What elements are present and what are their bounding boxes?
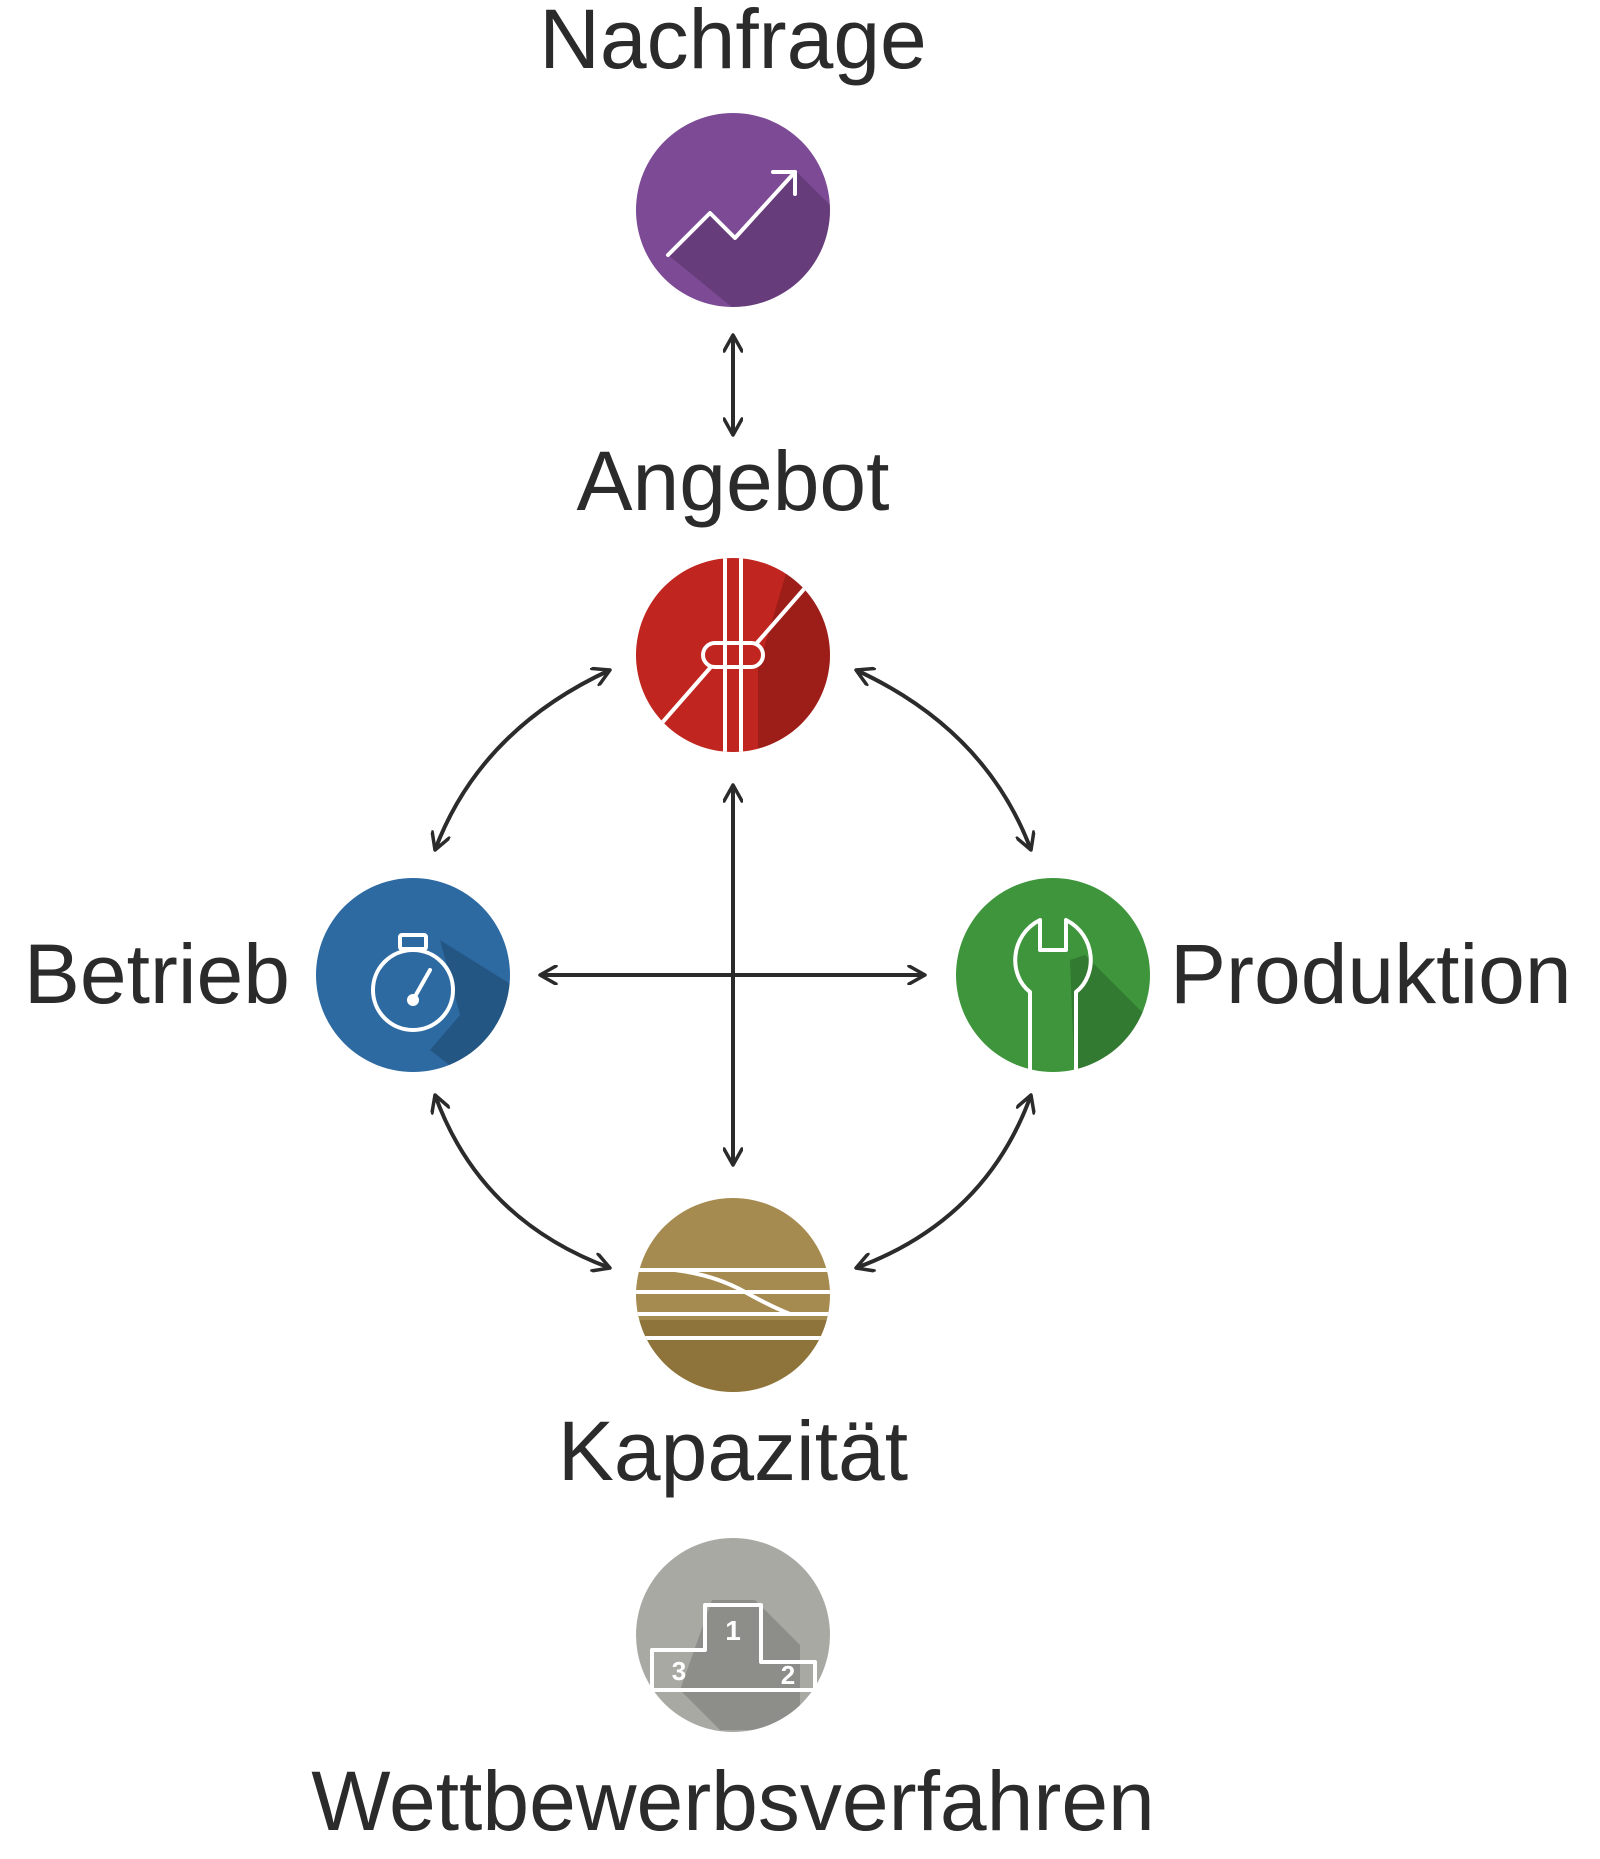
arrow-angebot-produktion <box>856 670 1031 850</box>
podium-place-3: 3 <box>672 1656 686 1686</box>
label-betrieb: Betrieb <box>24 927 290 1021</box>
podium-icon: 1 2 3 <box>636 1538 830 1732</box>
arrow-angebot-betrieb <box>435 670 610 850</box>
label-wettbewerbsverfahren: Wettbewerbsverfahren <box>311 1754 1155 1848</box>
label-kapazitaet: Kapazität <box>558 1404 908 1498</box>
arrow-betrieb-kapazitaet <box>435 1095 610 1268</box>
connection-arrows <box>435 335 1031 1268</box>
label-produktion: Produktion <box>1170 927 1572 1021</box>
wrench-icon <box>956 878 1150 1082</box>
podium-place-1: 1 <box>725 1615 741 1646</box>
node-betrieb: Betrieb <box>24 878 510 1072</box>
node-kapazitaet: Kapazität <box>558 1198 908 1498</box>
arrow-produktion-kapazitaet <box>856 1095 1031 1268</box>
label-angebot: Angebot <box>577 434 890 528</box>
label-nachfrage: Nachfrage <box>539 0 927 86</box>
track-layers-icon <box>636 1198 830 1392</box>
trend-up-icon <box>636 113 830 307</box>
node-produktion: Produktion <box>956 878 1572 1082</box>
podium-place-2: 2 <box>781 1660 795 1690</box>
node-wettbewerbsverfahren: 1 2 3 Wettbewerbsverfahren <box>311 1538 1155 1848</box>
stopwatch-icon <box>316 878 510 1072</box>
node-nachfrage: Nachfrage <box>539 0 927 307</box>
node-angebot: Angebot <box>577 434 890 752</box>
